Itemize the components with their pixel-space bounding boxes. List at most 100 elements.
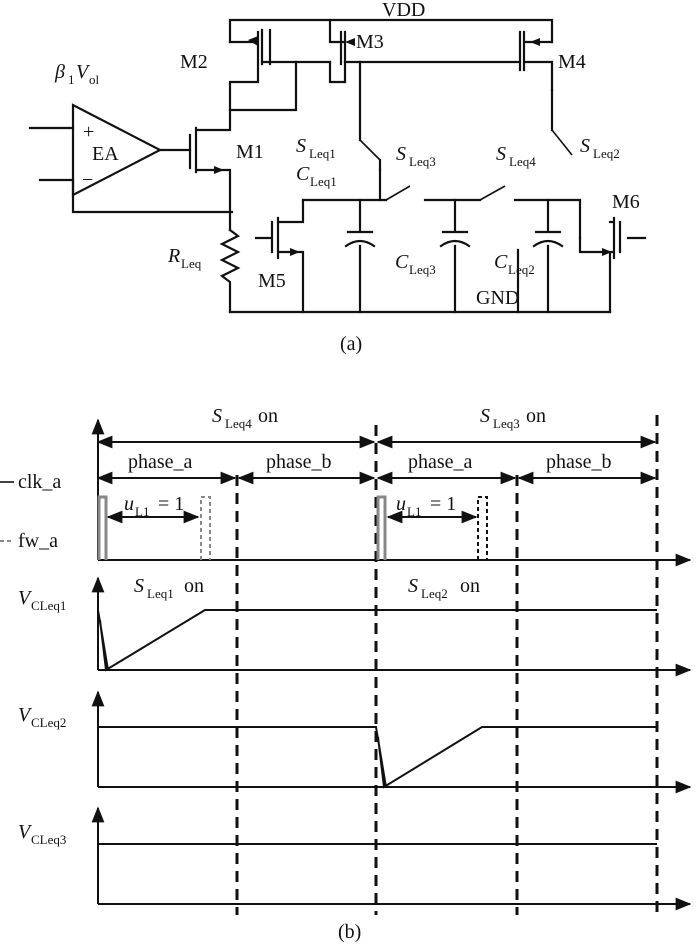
- svg-text:on: on: [526, 405, 546, 427]
- m5-label: M5: [258, 270, 286, 292]
- vol-subscript: ol: [89, 72, 100, 87]
- svg-text:Leq3: Leq3: [493, 416, 520, 431]
- svg-text:on: on: [184, 575, 204, 597]
- clk-pulse-1: [97, 495, 108, 560]
- resistor-rleq: [219, 228, 241, 314]
- svg-text:S: S: [212, 405, 222, 427]
- m6-arrow: [602, 248, 612, 256]
- svg-text:Leq2: Leq2: [508, 262, 535, 277]
- svg-text:Leq1: Leq1: [147, 586, 174, 601]
- label-sleq4: S Leq4: [496, 143, 536, 169]
- vdd-rail: [228, 18, 554, 44]
- transistor-m6: [578, 216, 647, 314]
- m3-arrow: [345, 38, 355, 46]
- label-sleq1: S Leq1: [296, 135, 336, 161]
- m4-label: M4: [558, 51, 586, 73]
- transistor-m4: [518, 30, 554, 92]
- switch-sleq4: [479, 185, 506, 201]
- capacitor-cleq3: [439, 198, 471, 314]
- label-cleq2: C Leq2: [494, 251, 535, 277]
- label-ul1-1: u L1 = 1: [124, 493, 184, 519]
- svg-text:S: S: [580, 135, 590, 157]
- svg-text:Leq3: Leq3: [409, 262, 436, 277]
- svg-text:on: on: [258, 405, 278, 427]
- circuit-schematic: VDD M2 M3 M4: [28, 0, 647, 355]
- svg-text:Leq1: Leq1: [309, 146, 336, 161]
- gnd-label: GND: [476, 287, 519, 309]
- error-amplifier: [28, 103, 234, 214]
- svg-text:Leq2: Leq2: [593, 146, 620, 161]
- ea-minus-sign: −: [82, 169, 93, 191]
- transistor-m2: [228, 28, 332, 112]
- label-sleq2-on: S Leq2 on: [408, 575, 480, 601]
- svg-text:V: V: [18, 587, 33, 609]
- fw-pulse-1: [200, 496, 211, 560]
- transistor-m3: [328, 18, 522, 84]
- m4-arrow: [530, 38, 540, 46]
- svg-text:Leq4: Leq4: [509, 154, 536, 169]
- svg-text:CLeq3: CLeq3: [31, 832, 66, 847]
- svg-text:S: S: [408, 575, 418, 597]
- svg-text:Leq1: Leq1: [310, 174, 337, 189]
- svg-text:S: S: [396, 143, 406, 165]
- svg-text:S: S: [296, 135, 306, 157]
- svg-text:L1: L1: [135, 504, 149, 519]
- m1-label: M1: [236, 141, 264, 163]
- transistor-m5: [254, 198, 305, 314]
- svg-text:CLeq1: CLeq1: [31, 598, 66, 613]
- rleq-label: R: [167, 245, 180, 267]
- phase-a-label-2: phase_a: [408, 451, 473, 473]
- beta-subscript: 1: [68, 72, 75, 87]
- svg-text:S: S: [134, 575, 144, 597]
- capacitor-cleq2: [532, 198, 564, 314]
- label-cleq3: C Leq3: [395, 251, 436, 277]
- label-vc1: V CLeq1: [18, 587, 66, 613]
- svg-text:on: on: [460, 575, 480, 597]
- svg-text:= 1: = 1: [430, 493, 456, 515]
- label-sleq2: S Leq2: [580, 135, 620, 161]
- switch-sleq2: [551, 129, 573, 156]
- svg-text:S: S: [480, 405, 490, 427]
- svg-text:u: u: [396, 493, 406, 515]
- clk-label: clk_a: [18, 471, 61, 493]
- ea-label: EA: [92, 143, 119, 165]
- m6-label: M6: [612, 191, 640, 213]
- timing-diagram: S Leq4 on S Leq3 on phase_a phase_b phas…: [0, 405, 692, 943]
- vc1-waveform: [97, 609, 657, 672]
- svg-text:L1: L1: [407, 504, 421, 519]
- caption-b: (b): [338, 921, 361, 943]
- label-sleq3-on: S Leq3 on: [480, 405, 546, 431]
- label-vc3: V CLeq3: [18, 821, 66, 847]
- svg-text:C: C: [296, 163, 310, 185]
- vc2-waveform: [98, 726, 657, 789]
- label-sleq1-on: S Leq1 on: [134, 575, 204, 601]
- beta-label: β: [54, 61, 65, 83]
- svg-text:C: C: [395, 251, 409, 273]
- svg-text:V: V: [18, 704, 33, 726]
- switch-sleq3: [385, 185, 411, 201]
- label-cleq1: C Leq1: [296, 163, 337, 189]
- capacitor-cleq1: [344, 198, 376, 314]
- svg-text:CLeq2: CLeq2: [31, 715, 66, 730]
- svg-text:C: C: [494, 251, 508, 273]
- phase-b-label-1: phase_b: [266, 451, 332, 473]
- svg-text:Leq3: Leq3: [409, 154, 436, 169]
- svg-text:S: S: [496, 143, 506, 165]
- caption-a: (a): [340, 333, 362, 355]
- ea-plus-sign: +: [83, 121, 94, 143]
- fw-label: fw_a: [18, 530, 58, 552]
- vol-label: V: [76, 61, 91, 83]
- vdd-label: VDD: [382, 0, 425, 21]
- transistor-m1: [188, 108, 232, 232]
- svg-text:Leq4: Leq4: [225, 416, 252, 431]
- clk-pulse-2: [376, 495, 387, 560]
- label-sleq4-on: S Leq4 on: [212, 405, 278, 431]
- svg-text:Leq2: Leq2: [421, 586, 448, 601]
- m2-label: M2: [180, 51, 208, 73]
- svg-text:= 1: = 1: [158, 493, 184, 515]
- phase-a-label-1: phase_a: [128, 451, 193, 473]
- phase-b-label-2: phase_b: [546, 451, 612, 473]
- rleq-subscript: Leq: [181, 256, 202, 271]
- fw-pulse-2: [477, 496, 488, 560]
